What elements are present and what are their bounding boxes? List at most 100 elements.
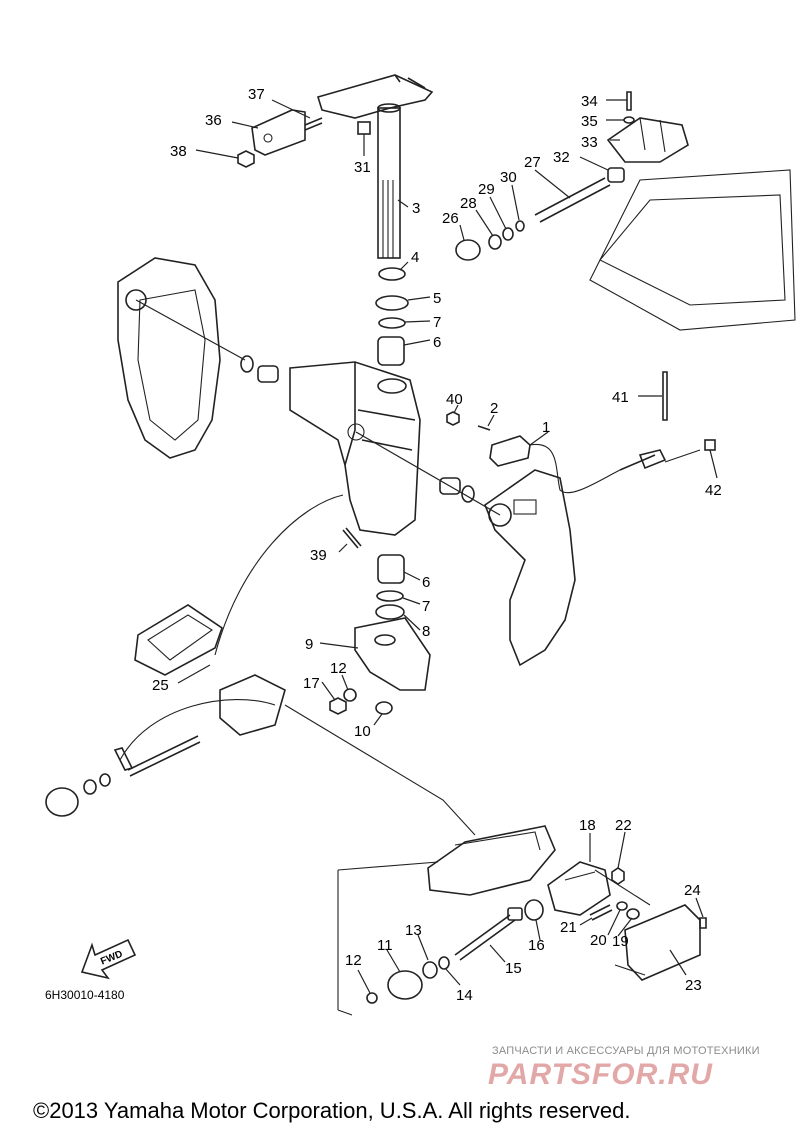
nut-10 bbox=[375, 701, 393, 715]
top-clamp-33 bbox=[606, 117, 689, 163]
bushing-6 bbox=[377, 336, 405, 366]
label-4: 4 bbox=[411, 249, 419, 266]
label-2: 2 bbox=[490, 400, 498, 417]
bracket-18 bbox=[547, 861, 611, 916]
washer-12-upper bbox=[343, 688, 357, 702]
drawing-code: 6H30010-4180 bbox=[45, 988, 125, 1002]
label-39: 39 bbox=[310, 547, 327, 564]
label-37: 37 bbox=[248, 86, 265, 103]
label-31: 31 bbox=[354, 159, 371, 176]
label-18: 18 bbox=[579, 817, 596, 834]
clamp-bracket-right bbox=[484, 469, 576, 667]
label-24: 24 bbox=[684, 882, 701, 899]
label-8: 8 bbox=[422, 623, 430, 640]
washer-20 bbox=[616, 901, 628, 911]
label-23: 23 bbox=[685, 977, 702, 994]
engine-outline bbox=[589, 169, 796, 331]
label-33: 33 bbox=[581, 134, 598, 151]
label-25: 25 bbox=[152, 677, 169, 694]
fwd-arrow-icon: FWD bbox=[80, 938, 137, 980]
label-28: 28 bbox=[460, 195, 477, 212]
bushing-6-lower bbox=[377, 554, 405, 584]
seal-5 bbox=[375, 295, 409, 311]
label-17: 17 bbox=[303, 675, 320, 692]
steering-arm-assembly bbox=[316, 74, 434, 259]
screw-24 bbox=[699, 917, 707, 929]
label-29: 29 bbox=[478, 181, 495, 198]
label-38: 38 bbox=[170, 143, 187, 160]
guide-frame bbox=[337, 861, 439, 1016]
nut-17 bbox=[329, 697, 347, 715]
label-6-lower: 6 bbox=[422, 574, 430, 591]
through-axis-line bbox=[355, 431, 501, 516]
label-1: 1 bbox=[542, 419, 550, 436]
nut-40 bbox=[446, 411, 460, 426]
label-3: 3 bbox=[412, 200, 420, 217]
label-16: 16 bbox=[528, 937, 545, 954]
knob bbox=[113, 747, 134, 771]
lever-rod bbox=[119, 699, 276, 761]
label-13: 13 bbox=[405, 922, 422, 939]
bumper-assembly-left bbox=[45, 773, 111, 817]
bolt-34 bbox=[626, 91, 632, 111]
part-labels: 37 36 38 31 3 34 35 33 32 27 30 29 28 26… bbox=[152, 86, 722, 1004]
trim-sensor-1 bbox=[489, 435, 621, 494]
label-22: 22 bbox=[615, 817, 632, 834]
label-19: 19 bbox=[612, 933, 629, 950]
guide-line-b bbox=[594, 869, 651, 976]
label-35: 35 bbox=[581, 113, 598, 130]
connector bbox=[619, 449, 667, 471]
label-11: 11 bbox=[377, 937, 393, 954]
label-21: 21 bbox=[560, 919, 577, 936]
guide-line-c bbox=[214, 494, 344, 656]
watermark-logo: PARTSFOR.RU bbox=[488, 1058, 713, 1091]
label-34: 34 bbox=[581, 93, 598, 110]
lower-mount-plate bbox=[427, 825, 556, 896]
label-32: 32 bbox=[553, 149, 570, 166]
bolt-21 bbox=[589, 904, 613, 921]
label-36: 36 bbox=[205, 112, 222, 129]
tilt-lock-25 bbox=[134, 604, 286, 736]
label-7-upper: 7 bbox=[433, 314, 441, 331]
label-26: 26 bbox=[442, 210, 459, 227]
label-40: 40 bbox=[446, 391, 463, 408]
label-6-upper: 6 bbox=[433, 334, 441, 351]
nut-42 bbox=[704, 439, 716, 451]
screw-2 bbox=[477, 425, 491, 431]
tilt-axis-line bbox=[135, 299, 246, 361]
label-42: 42 bbox=[705, 482, 722, 499]
label-30: 30 bbox=[500, 169, 517, 186]
bolt-15-assembly bbox=[454, 899, 544, 961]
leader-lines bbox=[177, 99, 718, 994]
swivel-bracket bbox=[289, 361, 421, 536]
bolt-37 bbox=[304, 117, 323, 131]
bushing-left bbox=[257, 365, 279, 383]
label-20: 20 bbox=[590, 932, 607, 949]
lead-wire bbox=[664, 449, 701, 463]
washer-4 bbox=[378, 267, 406, 281]
washer-8 bbox=[375, 604, 405, 620]
nut-31 bbox=[357, 121, 371, 135]
bolt-27-assembly bbox=[455, 177, 611, 261]
washer-left bbox=[240, 355, 254, 373]
watermark-tagline: ЗАПЧАСТИ И АКСЕССУАРЫ ДЛЯ МОТОТЕХНИКИ bbox=[492, 1045, 760, 1057]
bushing-right bbox=[439, 477, 461, 495]
o-ring-7-lower bbox=[376, 590, 404, 602]
bracket-36 bbox=[251, 109, 306, 156]
washer-right bbox=[461, 485, 475, 503]
nut-38 bbox=[237, 150, 255, 168]
label-14: 14 bbox=[456, 987, 473, 1004]
label-12-upper: 12 bbox=[330, 660, 347, 677]
collar-32 bbox=[607, 167, 625, 183]
washer-19 bbox=[626, 908, 640, 920]
label-9: 9 bbox=[305, 636, 313, 653]
copyright-notice: ©2013 Yamaha Motor Corporation, U.S.A. A… bbox=[33, 1098, 631, 1123]
pad-23 bbox=[624, 904, 701, 981]
label-7-lower: 7 bbox=[422, 598, 430, 615]
cable-tie-41 bbox=[662, 371, 668, 421]
shaft-pin bbox=[127, 735, 201, 777]
label-15: 15 bbox=[505, 960, 522, 977]
label-27: 27 bbox=[524, 154, 541, 171]
label-41: 41 bbox=[612, 389, 629, 406]
